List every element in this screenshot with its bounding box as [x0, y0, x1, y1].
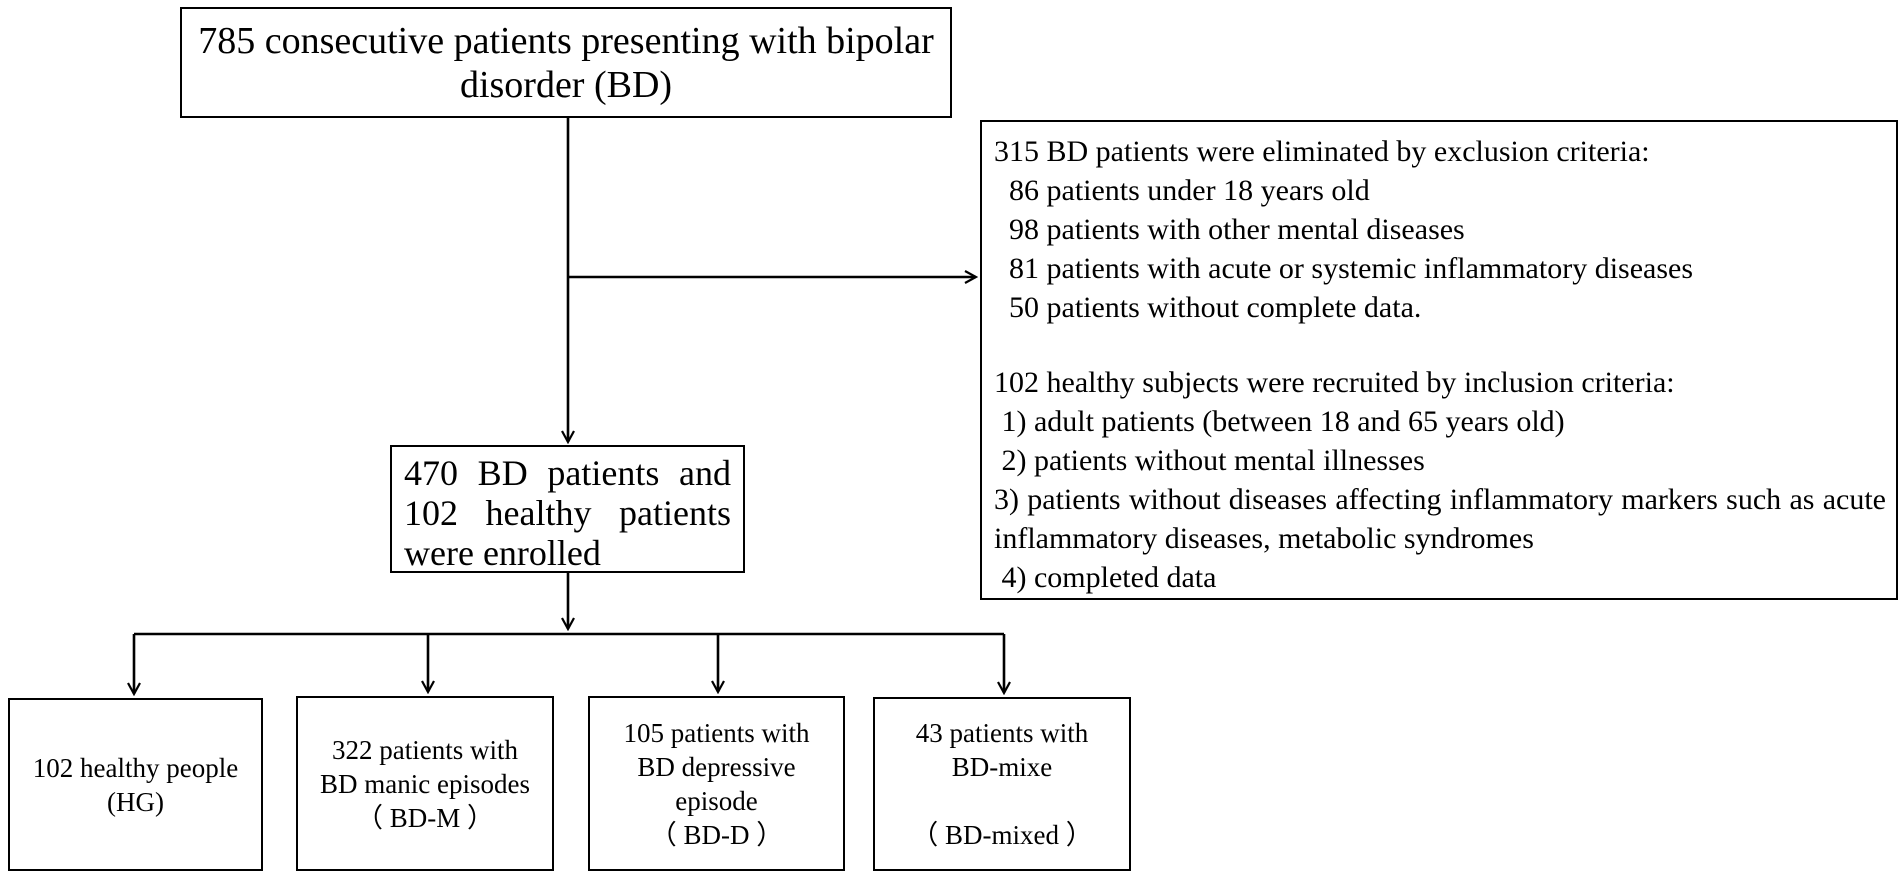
exclusion-item: 50 patients without complete data.: [994, 291, 1422, 324]
group-line: BD-mixe: [951, 752, 1053, 782]
exclusion-item: 86 patients under 18 years old: [994, 174, 1370, 207]
inclusion-item: 3) patients without diseases affecting i…: [994, 483, 1886, 555]
section-spacer: [994, 327, 1886, 363]
initial-cohort-line-2: disorder (BD): [459, 63, 673, 106]
enrolled-line-1: 470 BD patients and: [404, 453, 731, 493]
criteria-box: 315 BD patients were eliminated by exclu…: [980, 120, 1898, 600]
group-line: 105 patients with: [623, 717, 810, 748]
group-line: episode: [675, 785, 758, 816]
inclusion-item: 4) completed data: [994, 561, 1217, 594]
group-box-bd-d: 105 patients with BD depressive episode …: [588, 696, 845, 871]
group-line: (HG): [107, 786, 164, 817]
group-line: BD depressive: [637, 751, 796, 782]
exclusion-item: 98 patients with other mental diseases: [994, 213, 1465, 246]
initial-cohort-line-1: 785 consecutive patients presenting with…: [198, 19, 934, 62]
group-line: 322 patients with: [332, 734, 518, 765]
group-box-hg: 102 healthy people (HG): [8, 698, 263, 871]
inclusion-item: 1) adult patients (between 18 and 65 yea…: [994, 405, 1565, 438]
group-line: （ BD-mixed ）: [911, 820, 1093, 850]
group-line: BD manic episodes: [320, 768, 530, 799]
inclusion-title: 102 healthy subjects were recruited by i…: [994, 366, 1675, 399]
group-line: （ BD-D ）: [649, 819, 784, 850]
enrolled-line-3: were enrolled: [404, 533, 601, 573]
group-box-bd-mixed: 43 patients with BD-mixe （ BD-mixed ）: [873, 697, 1131, 871]
group-line: 102 healthy people: [32, 752, 239, 783]
group-line: 43 patients with: [915, 718, 1089, 748]
exclusion-item: 81 patients with acute or systemic infla…: [994, 252, 1693, 285]
group-line: （ BD-M ）: [355, 802, 494, 833]
enrolled-line-2: 102 healthy patients: [404, 493, 731, 533]
inclusion-item: 2) patients without mental illnesses: [994, 444, 1425, 477]
initial-cohort-box: 785 consecutive patients presenting with…: [180, 7, 952, 118]
group-box-bd-m: 322 patients with BD manic episodes （ BD…: [296, 696, 554, 871]
exclusion-title: 315 BD patients were eliminated by exclu…: [994, 135, 1650, 168]
enrolled-box: 470 BD patients and 102 healthy patients…: [390, 445, 745, 573]
